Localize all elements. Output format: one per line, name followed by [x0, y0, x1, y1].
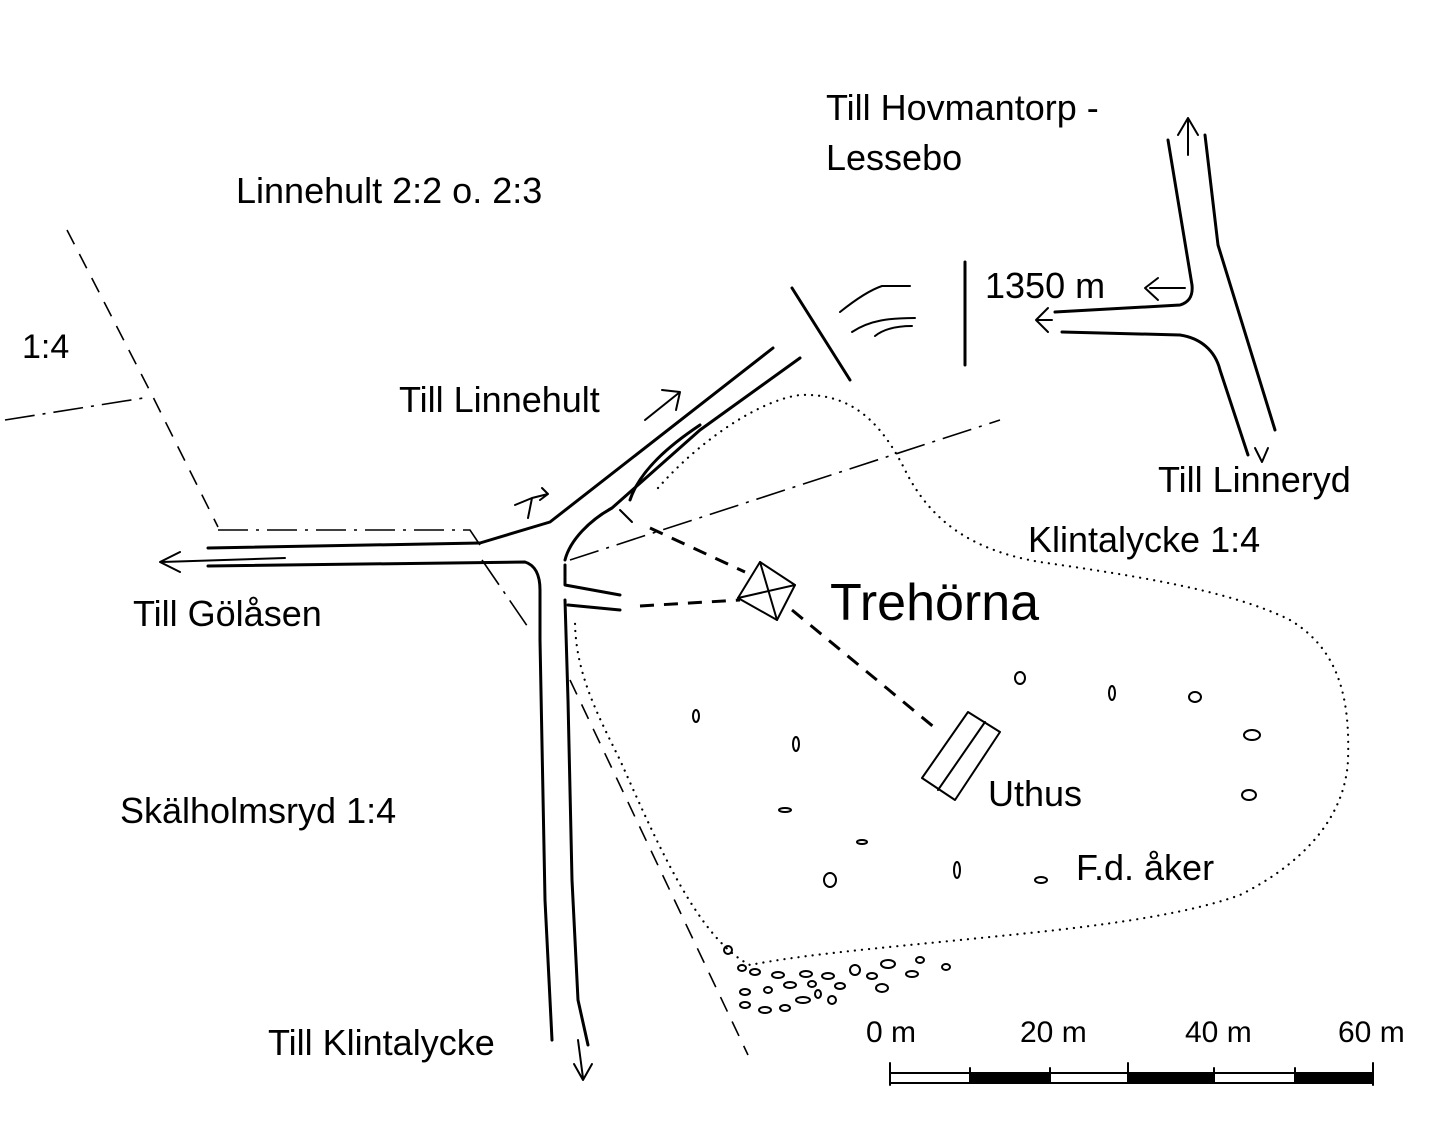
arrow-klintalycke — [573, 1039, 593, 1081]
stone — [856, 839, 868, 845]
boundary-road-line — [218, 529, 481, 546]
road-east-west-south — [1060, 330, 1250, 457]
map-labels: Till Hovmantorp - Lessebo Linnehult 2:2 … — [22, 87, 1351, 1063]
road-trehorna-south — [566, 603, 622, 612]
boundary-w-line — [4, 396, 151, 421]
roads — [206, 133, 1277, 1047]
stone — [1241, 789, 1257, 801]
road-break-line — [790, 286, 852, 382]
label-to-hovmantorp-2: Lessebo — [826, 137, 962, 178]
label-outhouse: Uthus — [988, 773, 1082, 814]
footpath-lower — [639, 598, 741, 608]
scale-segment — [970, 1073, 1050, 1083]
label-to-golasen: Till Gölåsen — [133, 593, 322, 634]
road-break-arc-2 — [851, 317, 916, 333]
label-property-skalholmsryd: Skälholmsryd 1:4 — [120, 790, 396, 831]
stones — [692, 671, 1261, 888]
stone — [1108, 685, 1116, 701]
road-hovmantorp-east-edge — [1203, 133, 1277, 432]
stone — [1243, 729, 1261, 741]
label-site-name: Trehörna — [830, 574, 1039, 632]
footpath-upper — [649, 526, 746, 574]
arrow-distance-1 — [1144, 277, 1186, 301]
label-to-linneryd: Till Linneryd — [1158, 459, 1351, 500]
arrow-linneryd — [1254, 447, 1269, 463]
footpath-to-uthus — [791, 608, 936, 730]
scale-label-60: 60 m — [1338, 1016, 1405, 1049]
road-break-arc-3 — [874, 325, 913, 337]
boundary-sw-diagonal — [481, 559, 531, 631]
stone — [953, 861, 961, 879]
scale-label-20: 20 m — [1020, 1016, 1087, 1049]
arrow-distance-2 — [1035, 307, 1053, 333]
stone — [778, 807, 792, 813]
label-property-14: 1:4 — [22, 328, 69, 366]
stone — [1188, 691, 1202, 703]
arrow-golasen — [159, 551, 286, 573]
stone — [792, 736, 800, 752]
road-linnehult-east-edge — [563, 356, 802, 562]
label-to-linnehult: Till Linnehult — [399, 379, 600, 420]
boundary-south-line — [569, 679, 749, 1056]
road-golasen-north-edge — [206, 346, 775, 550]
property-boundaries — [4, 229, 1001, 1056]
label-to-klintalycke: Till Klintalycke — [268, 1022, 495, 1063]
label-former-field: F.d. åker — [1076, 847, 1214, 888]
former-field-outline — [573, 393, 1350, 967]
stone — [1034, 876, 1048, 884]
footpaths — [639, 526, 936, 730]
uthus-building — [921, 711, 1001, 801]
road-linnehult-east-edge-inner — [619, 509, 633, 523]
boundary-klintalycke-line — [569, 419, 1001, 561]
label-distance: 1350 m — [985, 265, 1105, 306]
scale-segment — [1295, 1073, 1373, 1083]
gate-marker — [514, 487, 549, 519]
label-property-linnehult: Linnehult 2:2 o. 2:3 — [236, 170, 542, 211]
stone — [1014, 671, 1026, 685]
scale-label-0: 0 m — [866, 1016, 916, 1049]
stone — [823, 872, 837, 888]
stone-cluster — [723, 945, 951, 1014]
label-property-klintalycke: Klintalycke 1:4 — [1028, 519, 1260, 560]
direction-arrows — [159, 117, 1269, 1081]
scale-bar: 0 m 20 m 40 m 60 m — [866, 1016, 1405, 1086]
road-klintalycke-east-edge — [563, 598, 590, 1047]
arrow-hovmantorp — [1177, 117, 1199, 156]
boundary-nw-line — [66, 229, 219, 528]
road-trehorna-north — [563, 563, 622, 597]
road-golasen-south-edge — [206, 560, 554, 1042]
trehorna-building — [737, 561, 796, 621]
road-linnehult-spur — [628, 423, 702, 502]
stone — [692, 709, 700, 723]
road-east-west-north — [1053, 138, 1194, 314]
road-break-arc-1 — [839, 285, 911, 313]
arrow-linnehult — [644, 389, 681, 421]
label-to-hovmantorp: Till Hovmantorp - — [826, 87, 1099, 128]
scale-label-40: 40 m — [1185, 1016, 1252, 1049]
scale-segment — [1128, 1073, 1214, 1083]
